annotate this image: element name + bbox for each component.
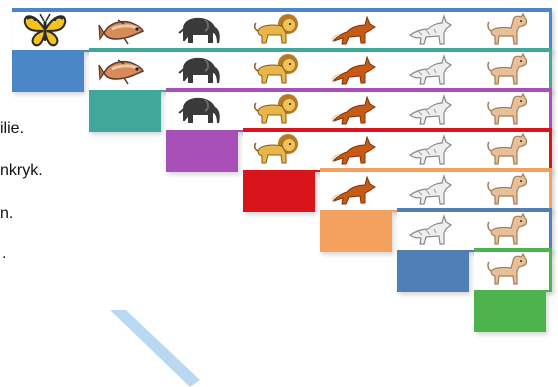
elephant-icon <box>174 90 224 130</box>
text-fragment-3: n. <box>0 205 13 223</box>
elephant-icon <box>174 10 224 50</box>
wolf-icon <box>405 210 455 250</box>
wolf-icon <box>405 10 455 50</box>
butterfly-icon <box>20 10 70 50</box>
fox-icon <box>328 10 378 50</box>
dog-icon <box>482 130 532 170</box>
wolf-icon <box>405 50 455 90</box>
lion-icon <box>251 90 301 130</box>
row-3-tab <box>166 132 238 172</box>
wolf-icon <box>405 170 455 210</box>
fox-icon <box>328 90 378 130</box>
row-4-tab <box>243 172 315 212</box>
dog-icon <box>482 170 532 210</box>
row-2-tab <box>89 92 161 132</box>
arrow-shape <box>110 310 210 387</box>
dog-icon <box>482 10 532 50</box>
row-1-tab <box>12 52 84 92</box>
fish-icon <box>97 50 147 90</box>
row-7-tab <box>474 292 546 332</box>
fox-icon <box>328 50 378 90</box>
lion-icon <box>251 130 301 170</box>
dog-icon <box>482 50 532 90</box>
fish-icon <box>97 10 147 50</box>
lion-icon <box>251 10 301 50</box>
wolf-icon <box>405 130 455 170</box>
elephant-icon <box>174 50 224 90</box>
text-fragment-1: ilie. <box>0 120 24 138</box>
text-fragment-4: . <box>2 245 6 263</box>
text-fragment-2: nkryk. <box>0 162 43 180</box>
row-5-tab <box>320 212 392 252</box>
fox-icon <box>328 170 378 210</box>
fox-icon <box>328 130 378 170</box>
wolf-icon <box>405 90 455 130</box>
row-6-tab <box>397 252 469 292</box>
lion-icon <box>251 50 301 90</box>
dog-icon <box>482 210 532 250</box>
dog-icon <box>482 90 532 130</box>
dog-icon <box>482 250 532 290</box>
